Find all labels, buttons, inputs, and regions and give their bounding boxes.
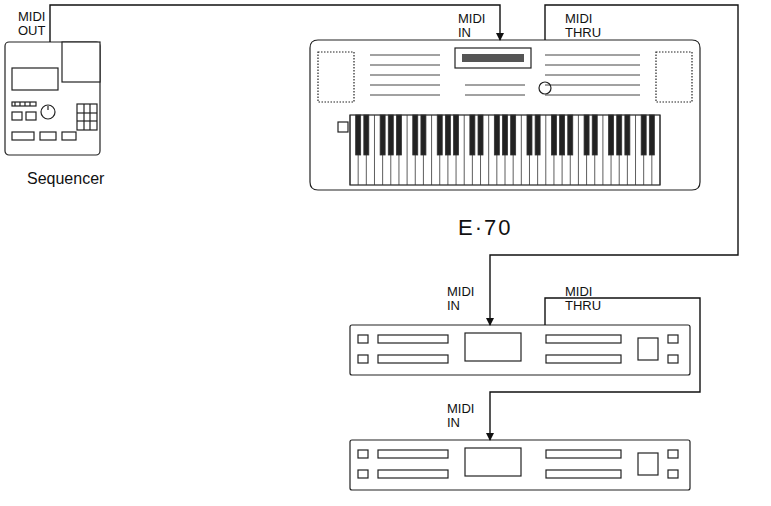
- midi-cable: [490, 298, 700, 440]
- port-label: MIDI IN: [447, 285, 487, 313]
- device-node: MIDI INMIDI THRUE·70: [310, 40, 700, 190]
- sound-module-drawing: [350, 325, 690, 375]
- model-label: E·70: [458, 216, 538, 239]
- port-label: MIDI IN: [458, 12, 498, 40]
- device-label: Sequencer: [27, 170, 117, 187]
- device-node: MIDI OUTSequencer: [5, 42, 100, 155]
- midi-cable: [490, 5, 738, 325]
- port-label: MIDI THRU: [565, 12, 609, 40]
- port-label: MIDI THRU: [565, 285, 609, 313]
- port-label: MIDI IN: [447, 402, 487, 430]
- device-node: MIDI INMIDI THRU: [350, 325, 690, 375]
- keyboard-drawing: [310, 40, 700, 190]
- sequencer-drawing: [5, 42, 100, 155]
- device-node: MIDI IN: [350, 440, 690, 490]
- midi-cable: [50, 5, 500, 42]
- port-label: MIDI OUT: [18, 10, 58, 38]
- sound-module-drawing: [350, 440, 690, 490]
